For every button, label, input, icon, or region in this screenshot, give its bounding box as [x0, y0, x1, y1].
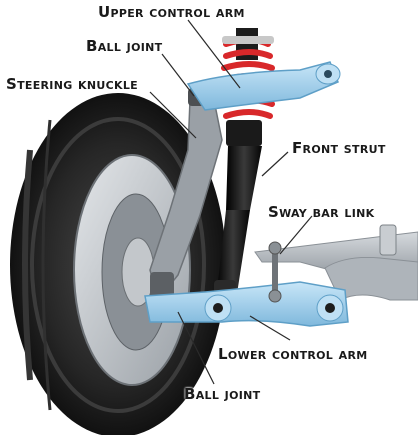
- spring-seat: [222, 36, 274, 44]
- label-ball-joint-top: Ball joint: [86, 37, 163, 55]
- label-lower-control-arm: Lower control arm: [218, 345, 368, 363]
- sway-bar-link: [268, 241, 282, 303]
- lower-control-arm: [144, 281, 349, 327]
- subframe: [254, 224, 418, 301]
- control-arm-icon: [186, 61, 341, 111]
- label-ball-joint-bottom: Ball joint: [184, 385, 261, 403]
- strut-icon: [214, 28, 262, 302]
- label-upper-control-arm: Upper control arm: [98, 3, 245, 21]
- label-steering-knuckle: Steering knuckle: [6, 75, 138, 93]
- label-sway-bar-link: Sway bar link: [268, 203, 375, 221]
- label-front-strut: Front strut: [292, 139, 386, 157]
- leader-lines: [149, 19, 313, 385]
- tire-icon: [10, 93, 226, 435]
